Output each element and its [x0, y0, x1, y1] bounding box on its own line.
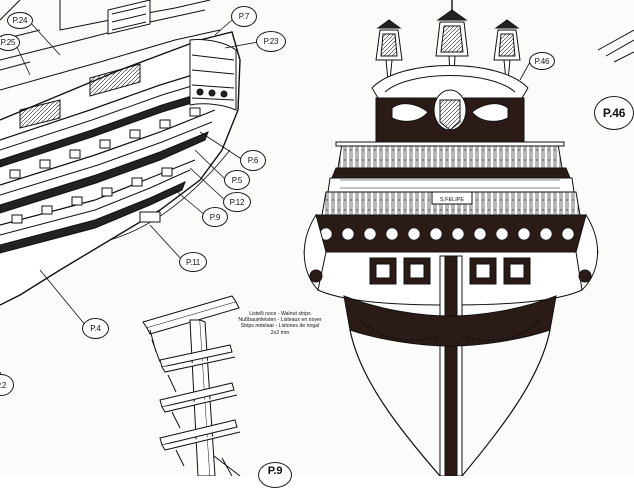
callout-p5: P.5	[224, 170, 250, 190]
nameplate-text: S.FELIPE	[440, 197, 464, 203]
callout-p9: P.9	[202, 207, 228, 227]
callout-partial-bottom: P.9	[258, 462, 292, 488]
strip-note-line4: 2x2 mm	[270, 329, 290, 336]
leader-line-p46	[519, 61, 531, 81]
callout-p11: P.11	[179, 252, 207, 272]
strip-note-line3: Strips notelaar - Listones de nogal	[240, 323, 320, 330]
strip-detail-drawing	[142, 295, 241, 476]
ship-drawing: S.FELIPE	[0, 0, 634, 476]
strip-note-line1: Listelli noce - Walnut strips	[249, 311, 311, 317]
side-hull-view	[0, 0, 241, 306]
callout-p46-small: P.46	[529, 52, 555, 70]
callout-p7: P.7	[231, 6, 257, 27]
stern-view	[303, 0, 599, 476]
strip-note: Listelli noce - Walnut strips Nußbaumlei…	[220, 311, 340, 336]
callout-p25: P.25	[0, 34, 20, 51]
partial-drawing-top-right	[597, 29, 634, 63]
leader-lines-left	[0, 19, 259, 381]
callout-p12: P.12	[223, 192, 251, 212]
callout-p6: P.6	[240, 150, 266, 171]
strip-note-line2: Nußbaumleisten - Listeaux en noyer	[238, 317, 322, 324]
lanterns	[375, 9, 521, 81]
callout-p24: P.24	[7, 12, 33, 29]
callout-p23: P.23	[256, 31, 286, 52]
callout-p4: P.4	[82, 318, 109, 339]
callout-p46-large: P.46	[594, 96, 634, 130]
